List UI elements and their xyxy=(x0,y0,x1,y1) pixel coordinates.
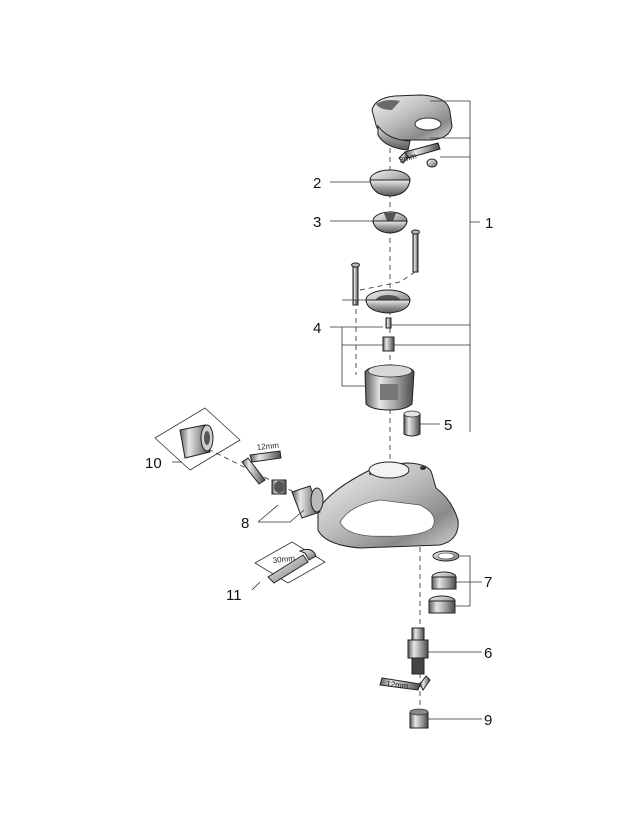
wrench-30mm-label: 30mm xyxy=(272,554,295,565)
lever-handle xyxy=(371,94,453,151)
plug-cap xyxy=(403,410,421,437)
part-label-3: 3 xyxy=(313,214,321,231)
part-label-2: 2 xyxy=(313,175,321,192)
wrench-30mm: 30mm xyxy=(267,548,317,584)
small-screw xyxy=(385,317,392,329)
part-label-11: 11 xyxy=(226,587,242,604)
part-label-1: 1 xyxy=(485,215,493,232)
union-nut xyxy=(291,485,324,519)
part-label-10: 10 xyxy=(145,455,162,472)
grub-screw xyxy=(426,158,438,168)
cartridge-top-piece xyxy=(372,211,408,234)
adapter-nut xyxy=(409,708,429,729)
part-label-7: 7 xyxy=(484,574,492,591)
hex-key-12mm-side: 12mm xyxy=(241,441,282,485)
part-label-9: 9 xyxy=(484,712,492,729)
cover-cap xyxy=(369,169,411,197)
side-connector xyxy=(179,424,214,459)
diverter-cartridge xyxy=(407,627,429,675)
spindle-insert xyxy=(382,336,395,352)
aerator-washer xyxy=(432,550,460,562)
hex-key-12mm-bottom: 12mm xyxy=(379,675,431,691)
union-nipple xyxy=(271,479,287,495)
fixing-screw-left xyxy=(351,262,360,306)
part-label-8: 8 xyxy=(241,515,249,532)
wrench-box: 30mm xyxy=(254,541,326,584)
mixer-body xyxy=(317,461,459,549)
hex-key-3mm-label: 3mm xyxy=(398,151,418,165)
part-label-5: 5 xyxy=(444,417,452,434)
cartridge-body xyxy=(364,364,415,411)
fixing-screw-right xyxy=(411,229,420,273)
part-label-6: 6 xyxy=(484,645,492,662)
aerator-housing xyxy=(428,595,456,614)
clamping-ring xyxy=(365,289,411,314)
aerator-insert xyxy=(431,571,457,590)
hex-key-12mm-bottom-label: 12mm xyxy=(386,679,410,691)
part-label-4: 4 xyxy=(313,320,321,337)
hex-key-12mm-side-label: 12mm xyxy=(256,441,279,452)
side-connector-box xyxy=(154,407,241,471)
